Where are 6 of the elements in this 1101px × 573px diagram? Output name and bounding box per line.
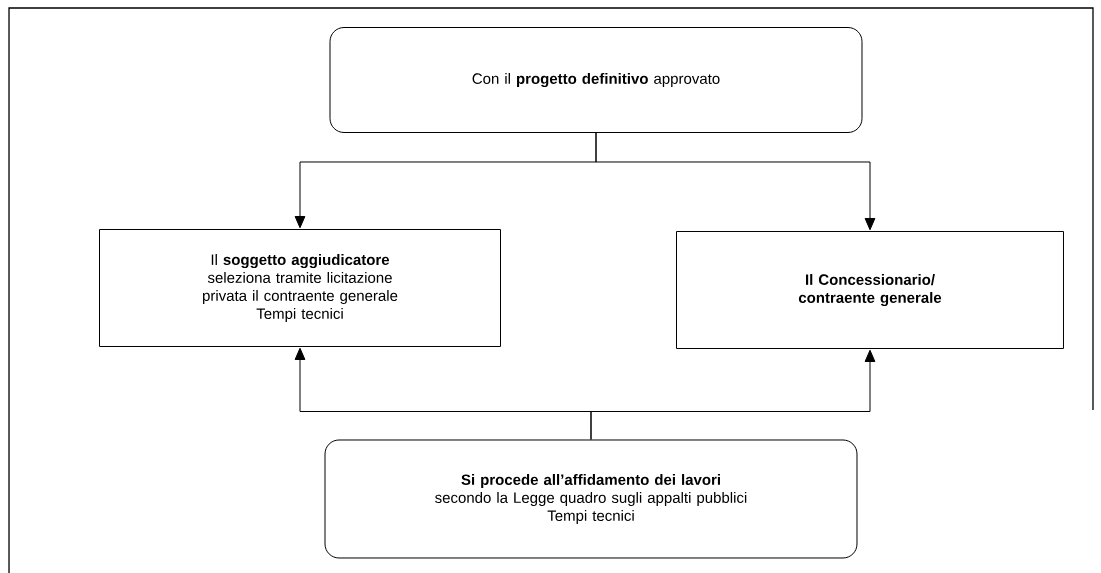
process-box: Il soggetto aggiudicatore seleziona tramite licitazione privata il contraente generale Tempi tecnici: [99, 229, 501, 347]
process-box: Il Concessionario/ contraente generale: [676, 231, 1064, 349]
start-box: Si procede all’affidamento dei lavori secondo la Legge quadro sugli appalti pubblici Tempi tecnici: [324, 439, 858, 559]
arrow: [590, 349, 876, 440]
start-box: Con il progetto definitivo approvato: [329, 27, 863, 133]
arrow: [595, 132, 876, 231]
